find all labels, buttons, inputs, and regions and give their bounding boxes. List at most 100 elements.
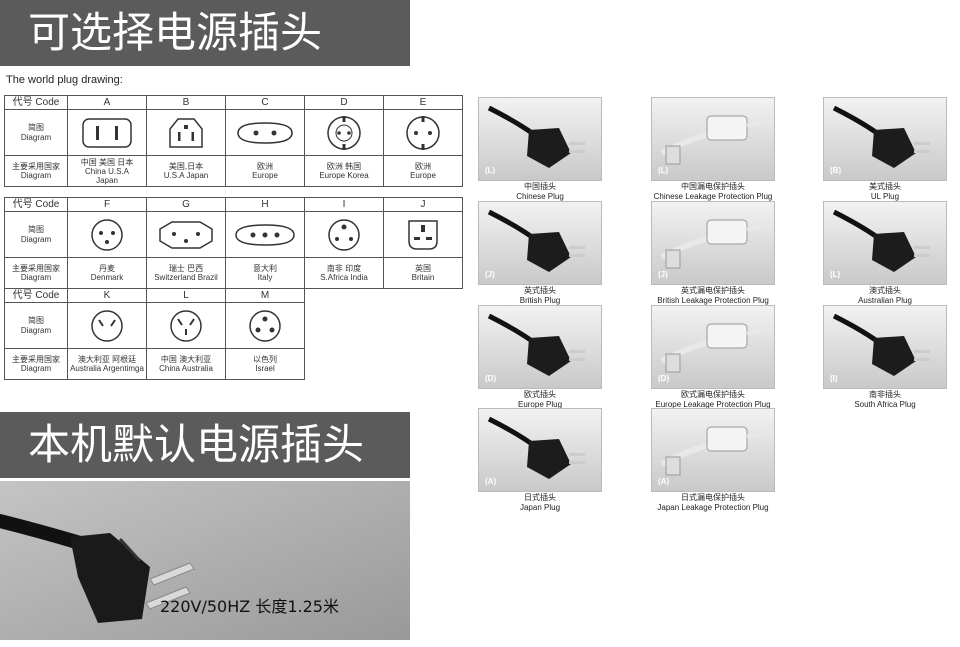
plug-photo-tag: (A) bbox=[658, 477, 670, 486]
plug-a-diagram bbox=[67, 109, 147, 156]
plug-caption-cn: 中国插头 bbox=[524, 182, 556, 191]
plug-code: H bbox=[225, 197, 305, 212]
plug-photo: (D) bbox=[478, 305, 602, 389]
plug-caption-en: Europe Plug bbox=[517, 400, 563, 409]
plug-caption-en: Japan Plug bbox=[519, 503, 561, 512]
code-label: 代号 Code bbox=[4, 288, 68, 303]
plug-caption-en: Japan Leakage Protection Plug bbox=[657, 503, 769, 512]
plug-i-diagram bbox=[304, 211, 384, 258]
plug-caption-en: Australian Plug bbox=[858, 296, 912, 305]
plug-k-diagram bbox=[67, 302, 147, 349]
plug-code: C bbox=[225, 95, 305, 110]
plug-caption-cn: 英式漏电保护插头 bbox=[681, 286, 745, 295]
default-plug-photo bbox=[0, 481, 410, 640]
plug-code: L bbox=[146, 288, 226, 303]
plug-code: F bbox=[67, 197, 147, 212]
plug-caption-en: UL Plug bbox=[870, 192, 900, 201]
plug-photo-tag: (A) bbox=[485, 477, 497, 486]
plug-code: D bbox=[304, 95, 384, 110]
optional-plugs-banner: 可选择电源插头 bbox=[0, 0, 410, 66]
plug-caption-cn: 日式插头 bbox=[524, 493, 556, 502]
plug-e-diagram bbox=[383, 109, 463, 156]
plug-g-diagram bbox=[146, 211, 226, 258]
plug-caption-cn: 英式插头 bbox=[524, 286, 556, 295]
plug-caption-cn: 南非插头 bbox=[869, 390, 901, 399]
plug-caption-en: British Plug bbox=[519, 296, 561, 305]
plug-caption-cn: 中国漏电保护插头 bbox=[681, 182, 745, 191]
code-label: 代号 Code bbox=[4, 95, 68, 110]
plug-caption-cn: 澳式插头 bbox=[869, 286, 901, 295]
plug-l-diagram bbox=[146, 302, 226, 349]
plug-m-diagram bbox=[225, 302, 305, 349]
plug-photo-tag: (L) bbox=[658, 166, 669, 175]
plug-photo-tag: (I) bbox=[830, 374, 838, 383]
world-plug-title: The world plug drawing: bbox=[6, 74, 123, 86]
plug-photo: (D) bbox=[651, 305, 775, 389]
plug-caption-en: South Africa Plug bbox=[854, 400, 916, 409]
plug-code: M bbox=[225, 288, 305, 303]
plug-photo: (B) bbox=[823, 97, 947, 181]
plug-caption-cn: 欧式漏电保护插头 bbox=[681, 390, 745, 399]
plug-c-diagram bbox=[225, 109, 305, 156]
plug-d-diagram bbox=[304, 109, 384, 156]
plug-b-diagram bbox=[146, 109, 226, 156]
default-plug-spec: 220V/50HZ 长度1.25米 bbox=[160, 597, 339, 616]
plug-code: J bbox=[383, 197, 463, 212]
plug-photo-tag: (J) bbox=[485, 270, 495, 279]
plug-photo-tag: (J) bbox=[658, 270, 668, 279]
plug-code: B bbox=[146, 95, 226, 110]
plug-photo: (L) bbox=[651, 97, 775, 181]
plug-h-diagram bbox=[225, 211, 305, 258]
code-label: 代号 Code bbox=[4, 197, 68, 212]
plug-code: K bbox=[67, 288, 147, 303]
plug-photo: (A) bbox=[651, 408, 775, 492]
plug-photo-tag: (D) bbox=[658, 374, 670, 383]
plug-photo: (L) bbox=[478, 97, 602, 181]
plug-photo: (I) bbox=[823, 305, 947, 389]
default-plug-banner: 本机默认电源插头 bbox=[0, 412, 410, 478]
plug-f-diagram bbox=[67, 211, 147, 258]
plug-code: G bbox=[146, 197, 226, 212]
plug-code: E bbox=[383, 95, 463, 110]
plug-photo: (L) bbox=[823, 201, 947, 285]
plug-code: I bbox=[304, 197, 384, 212]
plug-code: A bbox=[67, 95, 147, 110]
plug-caption-en: Chinese Leakage Protection Plug bbox=[653, 192, 773, 201]
plug-caption-en: Chinese Plug bbox=[516, 192, 564, 201]
default-plug-image bbox=[0, 481, 410, 640]
plug-photo: (J) bbox=[478, 201, 602, 285]
plug-caption-cn: 美式插头 bbox=[869, 182, 901, 191]
plug-caption-cn: 欧式插头 bbox=[524, 390, 556, 399]
plug-j-diagram bbox=[383, 211, 463, 258]
